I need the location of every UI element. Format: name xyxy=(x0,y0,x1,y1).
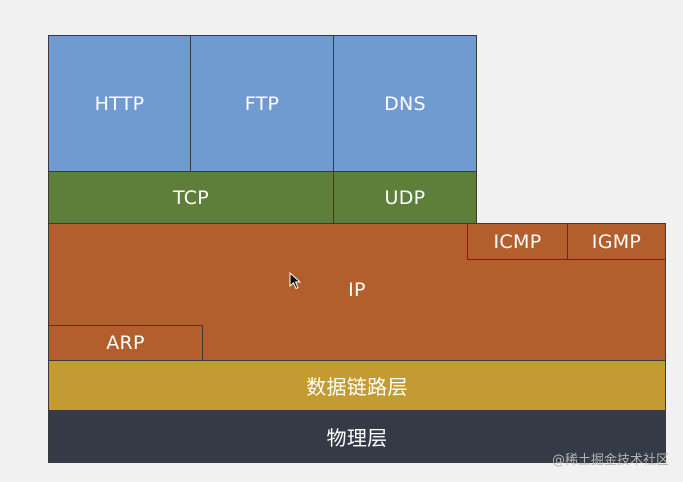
physical-layer-block: 物理层 xyxy=(48,410,666,463)
data-link-layer-label: 数据链路层 xyxy=(306,375,408,399)
igmp-block: IGMP xyxy=(567,223,666,260)
mouse-cursor-icon xyxy=(289,272,301,290)
physical-layer-label: 物理层 xyxy=(326,426,388,450)
ip-label: IP xyxy=(348,279,366,301)
icmp-block: ICMP xyxy=(467,223,568,260)
igmp-label: IGMP xyxy=(591,230,642,253)
dns-label: DNS xyxy=(384,92,426,115)
data-link-layer-block: 数据链路层 xyxy=(48,360,666,411)
dns-block: DNS xyxy=(333,35,477,172)
http-block: HTTP xyxy=(48,35,191,172)
arp-label: ARP xyxy=(106,332,145,354)
ftp-block: FTP xyxy=(190,35,334,172)
ftp-label: FTP xyxy=(244,92,280,115)
watermark-text: @稀土掘金技术社区 xyxy=(551,453,669,468)
tcp-label: TCP xyxy=(172,186,210,209)
udp-label: UDP xyxy=(384,186,426,209)
tcp-block: TCP xyxy=(48,171,334,224)
arp-block: ARP xyxy=(48,325,203,361)
icmp-label: ICMP xyxy=(493,230,542,253)
http-label: HTTP xyxy=(94,92,145,115)
udp-block: UDP xyxy=(333,171,477,224)
